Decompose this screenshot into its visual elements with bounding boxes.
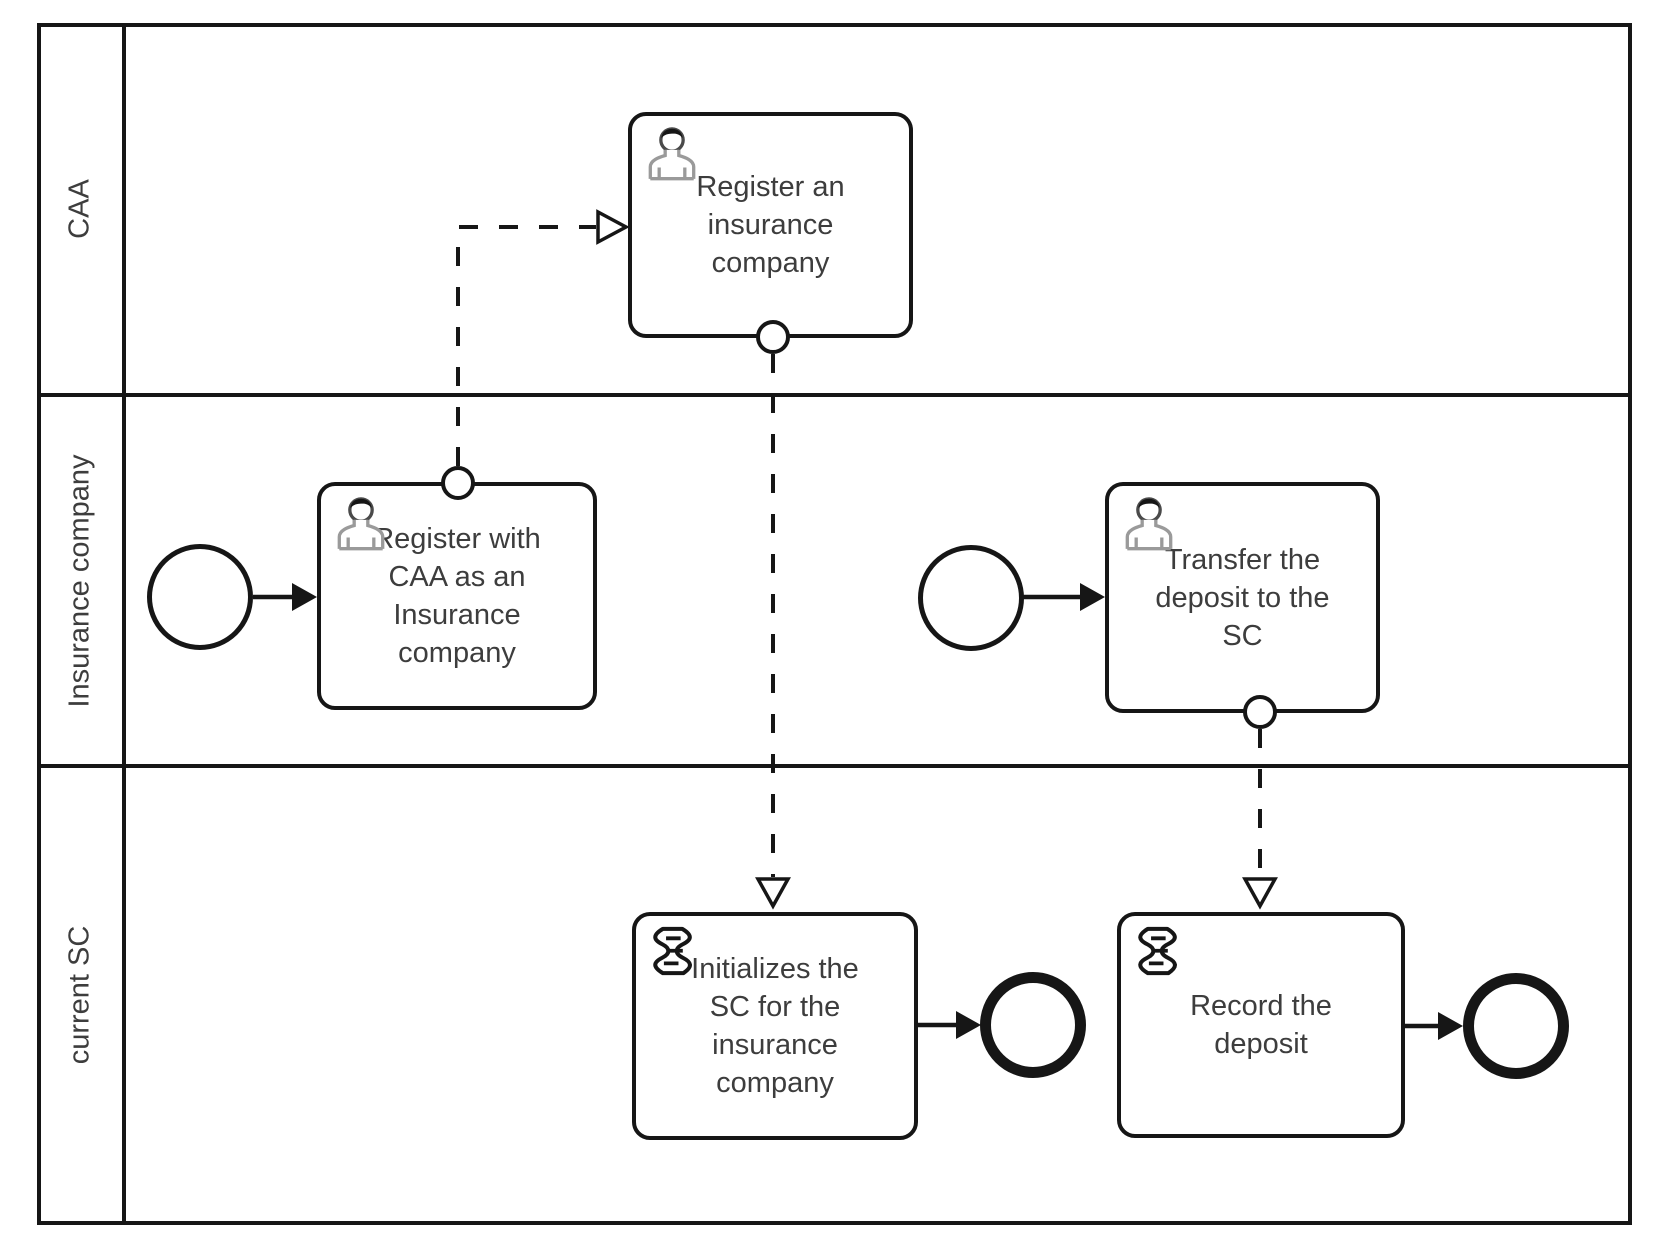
start-event-transfer [918, 545, 1024, 651]
task-register-an-insurance-company: Register an insurance company [628, 112, 913, 338]
task-label: Transfer the deposit to the SC [1155, 543, 1330, 652]
lane-divider-insurance-sc [37, 764, 1632, 768]
task-label: Register with CAA as an Insurance compan… [373, 523, 541, 669]
task-initialize-sc: Initializes the SC for the insurance com… [632, 912, 918, 1140]
user-icon [1118, 493, 1180, 556]
pool-frame [37, 23, 1632, 1225]
lane-divider-caa-insurance [37, 393, 1632, 397]
start-event-register [147, 544, 253, 650]
task-label: Record the deposit [1190, 990, 1332, 1060]
end-event-record [1463, 973, 1569, 1079]
end-event-initialize [980, 972, 1086, 1078]
lane-label-caa: CAA [63, 179, 96, 239]
lane-label-insurance: Insurance company [63, 454, 96, 708]
user-icon [330, 493, 392, 556]
script-icon [1130, 923, 1184, 984]
lane-header-divider [122, 23, 126, 1225]
lane-label-current-sc: current SC [63, 925, 96, 1065]
task-transfer-deposit: Transfer the deposit to the SC [1105, 482, 1380, 713]
task-register-with-caa: Register with CAA as an Insurance compan… [317, 482, 597, 710]
script-icon [645, 923, 699, 984]
task-label: Initializes the SC for the insurance com… [691, 953, 859, 1099]
task-record-deposit: Record the deposit [1117, 912, 1405, 1138]
user-icon [641, 123, 703, 186]
task-label: Register an insurance company [696, 171, 845, 279]
